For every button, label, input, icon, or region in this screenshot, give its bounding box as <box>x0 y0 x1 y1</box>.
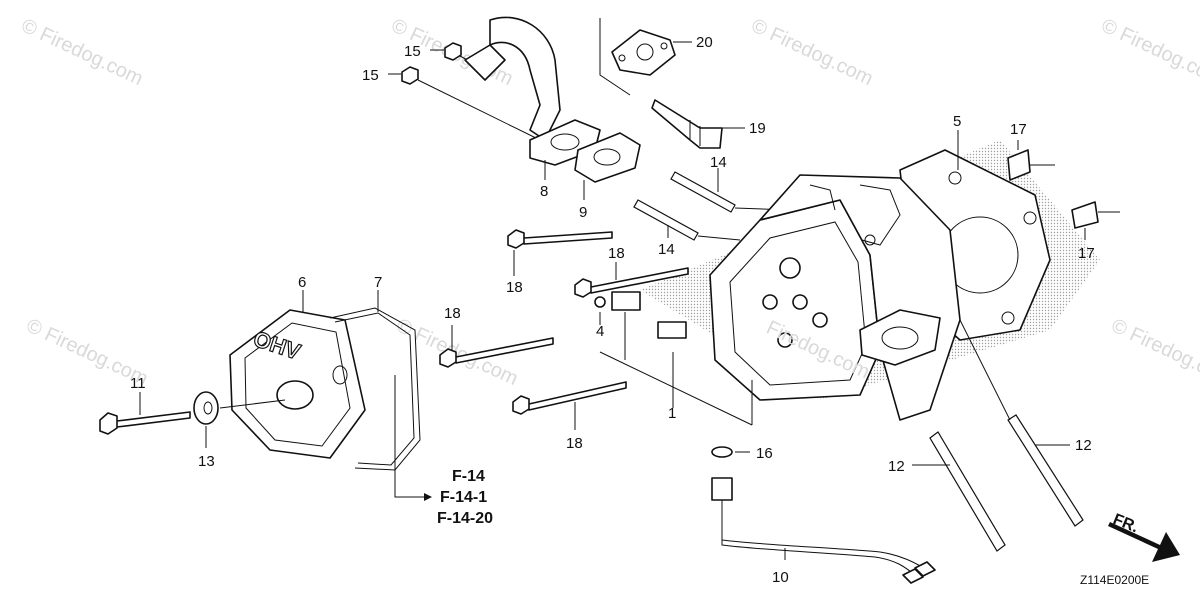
bracket-line <box>599 18 631 96</box>
bolt-icon <box>99 411 191 435</box>
part-13-washer <box>193 391 286 448</box>
gasket-shape <box>574 132 641 183</box>
callout-19: 19 <box>749 120 766 137</box>
part-19-spark-plug <box>651 99 745 149</box>
callout-14: 14 <box>710 154 727 171</box>
watermark-text: © Firedog.com <box>748 15 876 90</box>
stud-icon <box>929 431 1006 552</box>
callout-7: 7 <box>374 274 382 291</box>
callout-16: 16 <box>756 445 773 462</box>
part-17-dowels <box>1007 140 1120 240</box>
part-6-head-cover: OHV <box>229 290 366 459</box>
sensor-body <box>711 477 733 501</box>
plug-body <box>651 99 723 149</box>
reference-f14: F-14 <box>452 468 485 485</box>
reference-f14-1: F-14-1 <box>440 489 487 506</box>
dowel-icon <box>1071 201 1099 229</box>
callout-1: 1 <box>668 405 676 422</box>
callout-17: 17 <box>1078 245 1095 262</box>
callout-12: 12 <box>1075 437 1092 454</box>
reference-f14-20: F-14-20 <box>437 510 493 527</box>
bolt-icon <box>507 229 613 249</box>
callout-4: 4 <box>596 323 604 340</box>
callout-13: 13 <box>198 453 215 470</box>
bolt-icon <box>512 381 627 415</box>
callout-5: 5 <box>953 113 961 130</box>
watermark-text: © Firedog.com <box>1098 15 1200 90</box>
dowel-icon <box>1007 149 1031 181</box>
nut-icon <box>444 42 462 61</box>
washer-icon <box>193 391 219 425</box>
callout-14: 14 <box>658 241 675 258</box>
bolt-icon <box>574 267 689 298</box>
part-16-washer <box>711 446 750 458</box>
part-18-bolts <box>439 229 689 430</box>
callout-18: 18 <box>608 245 625 262</box>
callout-10: 10 <box>772 569 789 586</box>
bolt-icon <box>439 337 554 368</box>
callout-18: 18 <box>506 279 523 296</box>
stud-icon <box>633 199 699 241</box>
reference-list: F-14 F-14-1 F-14-20 <box>437 468 493 527</box>
washer-icon <box>711 446 733 458</box>
direction-label: FR. <box>1111 511 1141 536</box>
part-20-gasket <box>599 18 692 96</box>
stud-icon <box>670 171 736 213</box>
pipe-flange-top <box>464 44 506 81</box>
callout-18: 18 <box>566 435 583 452</box>
part-12-studs <box>912 319 1084 552</box>
watermark-text: © Firedog.com <box>18 15 146 90</box>
callout-15: 15 <box>362 67 379 84</box>
part-7-cover-gasket <box>329 290 421 471</box>
callout-8: 8 <box>540 183 548 200</box>
part-11-bolt <box>99 392 191 435</box>
direction-indicator: FR. <box>1108 511 1180 562</box>
part-1-cylinder-head: Firedog.com <box>599 174 961 426</box>
diagram-code: Z114E0200E <box>1080 573 1149 587</box>
gasket-shape <box>611 29 676 76</box>
part-9-gasket <box>574 132 641 200</box>
callout-20: 20 <box>696 34 713 51</box>
part-14-studs <box>633 168 791 241</box>
callout-9: 9 <box>579 204 587 221</box>
callout-11: 11 <box>130 375 146 392</box>
callout-18: 18 <box>444 305 461 322</box>
nut-icon <box>401 66 419 85</box>
reference-arrow <box>394 375 432 501</box>
callout-17: 17 <box>1010 121 1027 138</box>
gasket-hole <box>636 43 654 61</box>
callouts: 1 4 5 6 7 8 9 10 11 12 12 13 14 14 15 15… <box>130 34 1095 586</box>
part-4-dowels <box>594 291 687 360</box>
callout-6: 6 <box>298 274 306 291</box>
watermark-text: © Firedog.com <box>1108 315 1200 390</box>
callout-12: 12 <box>888 458 905 475</box>
callout-15: 15 <box>404 43 421 60</box>
part-15-nuts <box>388 42 541 141</box>
part-10-oil-sensor <box>711 477 936 584</box>
direction-arrow-icon <box>1108 522 1180 562</box>
stud-icon <box>1007 414 1084 527</box>
